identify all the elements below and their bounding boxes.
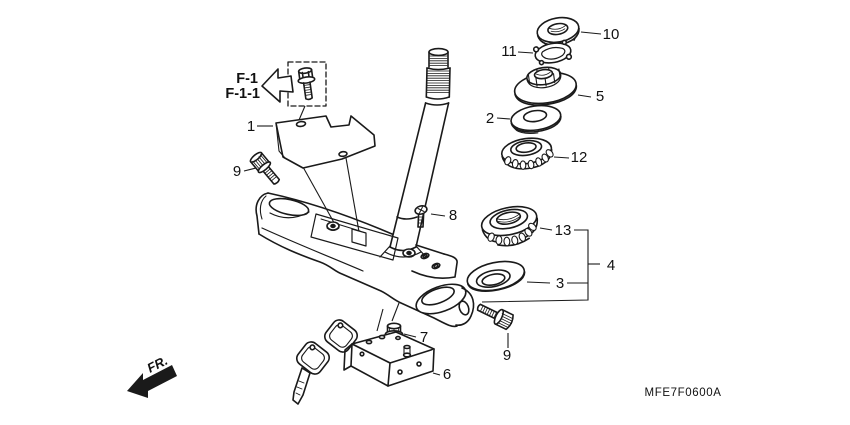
callout-4: 4 [607, 257, 615, 274]
part-10-ring-nut [536, 16, 580, 50]
bottom-bridge [255, 192, 475, 328]
callout-8: 8 [449, 207, 457, 224]
key-lower [292, 341, 331, 405]
callout-10: 10 [603, 26, 620, 43]
lock-body [343, 331, 435, 387]
callout-11: 11 [501, 43, 517, 60]
part-6-lock-assembly [292, 319, 435, 405]
key-upper [323, 319, 359, 353]
part-9-bolt-left [249, 151, 281, 185]
part-11-lock-washer [532, 39, 573, 66]
part-3-dust-seal [466, 260, 526, 292]
fr-direction-arrow: FR. [127, 353, 177, 398]
reference-dashed-box [287, 61, 327, 107]
callout-3: 3 [556, 275, 564, 292]
drawing-code: MFE7F0600A [645, 387, 722, 399]
callout-1: 1 [247, 118, 255, 135]
steering-stem-shaft [389, 47, 451, 252]
leader-lines [243, 31, 602, 376]
callout-6: 6 [443, 366, 451, 383]
part-1-bracket-plate [275, 115, 376, 169]
part-9-bolt-right [476, 303, 514, 331]
callout-2: 2 [486, 110, 494, 127]
frame-reference-arrow [261, 68, 294, 103]
part-2-dust-seal-washer [510, 104, 562, 134]
flange-bolt [297, 67, 316, 101]
frame-ref-f1: F-1 [236, 71, 258, 87]
callout-13: 13 [555, 222, 572, 239]
part-5-steering-stem-nut [513, 66, 578, 106]
part-13-lower-bearing [480, 205, 539, 247]
part-12-upper-bearing [500, 137, 554, 170]
callout-9-left: 9 [233, 163, 241, 180]
part-8-screw [414, 205, 428, 228]
frame-ref-f11: F-1-1 [225, 86, 260, 102]
callout-9-right: 9 [503, 347, 511, 364]
callout-5: 5 [596, 88, 604, 105]
callout-7: 7 [420, 329, 428, 346]
callout-12: 12 [571, 149, 588, 166]
